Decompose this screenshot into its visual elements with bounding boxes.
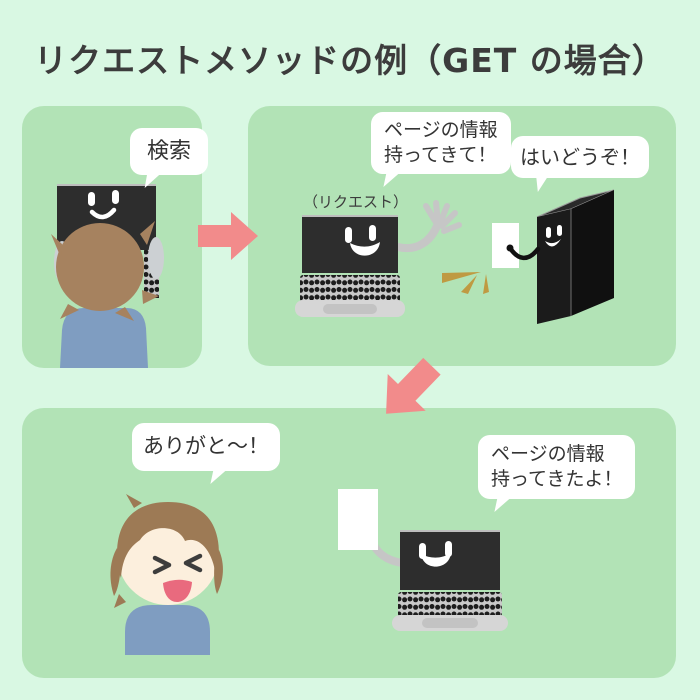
user-right-hand [148,237,164,279]
laptop-with-page [338,489,508,631]
speech-bubble-thanks-text: ありがと〜！ [143,434,269,458]
laptop-screen [302,217,398,273]
page-title: リクエストメソッドの例（GET の場合） [34,41,666,80]
speech-bubble-request-line1: ページの情報 [384,119,498,141]
laptop-trackpad [323,304,377,314]
speech-bubble-server-text: はいどうぞ！ [520,145,640,169]
speech-bubble-request-line2: 持ってきて！ [384,144,497,167]
speech-bubble-response-line2: 持ってきたよ！ [491,468,623,491]
laptop-waving-arm [394,200,462,253]
server-smile [545,239,561,247]
happy-user [110,494,223,655]
request-label: （リクエスト） [303,193,409,211]
laptop-face [88,190,119,220]
user-closed-eyes [152,553,203,575]
page-document [492,223,519,268]
speech-bubble-thanks: ありがと〜！ [132,423,280,484]
laptop-open-mouth [421,553,451,567]
laptop-open-mouth [350,242,380,256]
laptop-keyboard [398,592,502,617]
speech-bubble-request: ページの情報 持ってきて！ [371,112,511,188]
user-laughing-mouth [163,579,192,602]
laptop-keyboard [300,275,400,302]
laptop-face [345,225,380,256]
speech-bubble-response: ページの情報 持ってきたよ！ [478,435,636,513]
speech-bubble-search-text: 検索 [147,139,192,164]
user-shirt [60,308,148,368]
server-face [545,225,562,247]
user-shirt [125,605,210,655]
panel-request: ページの情報 持ってきて！ （リクエスト） はいどうぞ！ [248,106,676,366]
user-at-laptop-illustration [51,184,164,368]
laptop-and-server-illustration [295,189,615,324]
speech-bubble-response-line1: ページの情報 [491,443,605,465]
handoff-emphasis-marks [442,272,489,294]
server-hand [506,244,514,252]
speech-bubble-server: はいどうぞ！ [511,136,649,193]
laptop-screen [400,532,500,590]
user-hair [110,494,223,608]
speech-bubble-search: 検索 [130,128,209,189]
page-document [338,489,378,550]
server [506,189,615,324]
user-hair-back [51,221,159,321]
bubble-tail [536,176,550,193]
laptop-face [419,541,452,567]
panel-user-search: 検索 [22,106,209,368]
laptop-smile [89,207,117,220]
laptop-trackpad [422,618,478,628]
happy-user-and-laptop-illustration [110,489,508,655]
panel-response: ありがと〜！ ページの情報 持ってきたよ！ [22,408,676,678]
bubble-tail [144,173,162,189]
